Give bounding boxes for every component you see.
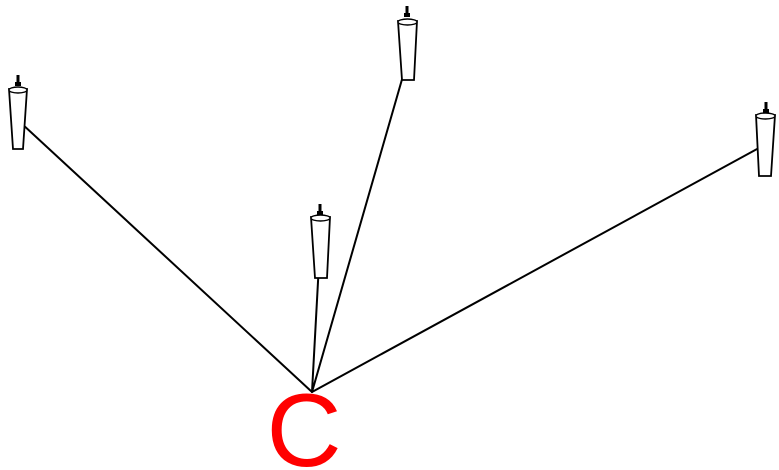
connector-line-1 [20, 122, 313, 393]
pendant-lamp-icon [755, 102, 776, 177]
connector-line-2 [311, 61, 408, 393]
center-label-c: C [266, 373, 341, 470]
connector-lines [20, 61, 769, 393]
pendant-lamp-icon [8, 75, 28, 150]
pendant-lamp-icon [310, 204, 331, 279]
pendant-lamp-icon [397, 6, 418, 81]
connector-line-4 [311, 142, 769, 393]
